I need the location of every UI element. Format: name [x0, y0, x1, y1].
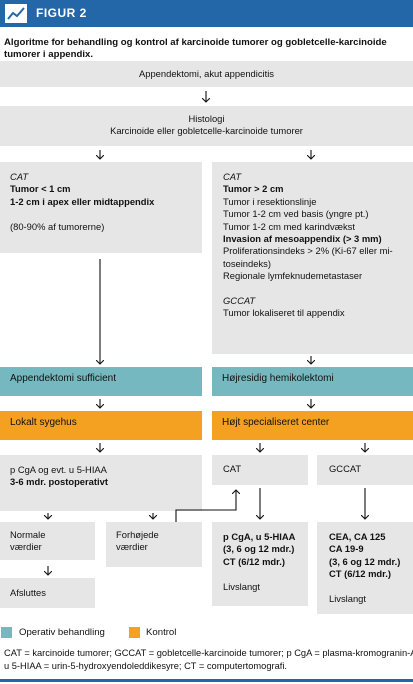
- hemicolectomy-box: Højresidig hemikolektomi: [212, 367, 413, 396]
- appendectomy-text: Appendektomi, akut appendicitis: [139, 68, 274, 79]
- legend-control-swatch: [129, 627, 140, 638]
- elevated-values-line-2: værdier: [116, 541, 148, 553]
- footnote: CAT = karcinoide tumorer; GCCAT = goblet…: [4, 647, 413, 672]
- right-criteria-line-8: Regionale lymfeknudemetastaser: [223, 270, 363, 282]
- figure-label: FIGUR 2: [36, 6, 87, 20]
- left-criteria-box: CAT Tumor < 1 cm 1-2 cm i apex eller mid…: [0, 162, 202, 253]
- right-criteria-line-3: Tumor 1-2 cm ved basis (yngre pt.): [223, 208, 369, 220]
- arrow-elevated-cat: [175, 490, 236, 522]
- elevated-values-line-1: Forhøjede: [116, 529, 159, 540]
- right-cat-label: CAT: [223, 171, 242, 182]
- right-criteria-line-5: Invasion af mesoappendix (> 3 mm): [223, 233, 382, 245]
- figure-caption: Algoritme for behandling og kontrol af k…: [4, 37, 387, 60]
- gccat-followup-line-4: CT (6/12 mdr.): [329, 568, 391, 580]
- local-hospital-text: Lokalt sygehus: [10, 417, 77, 428]
- legend-control-label: Kontrol: [146, 627, 177, 638]
- chart-icon: [5, 4, 27, 23]
- footnote-line-2: u 5-HIAA = urin-5-hydroxyendoleddikesyre…: [4, 660, 288, 671]
- footnote-line-1: CAT = karcinoide tumorer; GCCAT = goblet…: [4, 648, 413, 658]
- cat-followup-line-3: CT (6/12 mdr.): [223, 555, 285, 567]
- gccat-followup-line-3: (3, 6 og 12 mdr.): [329, 555, 401, 567]
- cat-followup-line-5: Livslangt: [223, 580, 261, 592]
- legend-operative-swatch: [1, 627, 12, 638]
- local-followup-box: p CgA og evt. u 5-HIAA 3-6 mdr. postoper…: [0, 455, 202, 511]
- cat-followup-line-2: (3, 6 og 12 mdr.): [223, 543, 295, 555]
- normal-values-line-2: værdier: [10, 541, 42, 553]
- right-criteria-line-1: Tumor > 2 cm: [223, 183, 284, 195]
- appendectomy-sufficient-box: Appendektomi sufficient: [0, 367, 202, 396]
- gccat-followup-line-6: Livslangt: [329, 593, 367, 605]
- right-criteria-line-4: Tumor 1-2 cm med karindvækst: [223, 220, 355, 232]
- left-criteria-line-1: Tumor < 1 cm: [10, 183, 71, 195]
- local-hospital-box: Lokalt sygehus: [0, 411, 202, 440]
- figure-header: [0, 0, 413, 27]
- gccat-followup-box: CEA, CA 125 CA 19-9 (3, 6 og 12 mdr.) CT…: [317, 522, 413, 614]
- histology-line-1: Histologi: [188, 113, 225, 124]
- gccat-center-box: GCCAT: [317, 455, 413, 485]
- specialized-center-box: Højt specialiseret center: [212, 411, 413, 440]
- right-criteria-box: CAT Tumor > 2 cm Tumor i resektionslinje…: [212, 162, 413, 354]
- right-criteria-line-7: toseindeks): [223, 257, 271, 269]
- gccat-followup-line-1: CEA, CA 125: [329, 531, 386, 542]
- histology-box: Histologi Karcinoide eller gobletcelle-k…: [0, 106, 413, 146]
- appendectomy-sufficient-text: Appendektomi sufficient: [10, 373, 116, 384]
- right-criteria-line-6: Proliferationsindeks > 2% (Ki-67 eller m…: [223, 245, 393, 257]
- histology-line-2: Karcinoide eller gobletcelle-karcinoide …: [110, 125, 303, 137]
- hemicolectomy-text: Højresidig hemikolektomi: [222, 373, 334, 384]
- normal-values-box: Normale værdier: [0, 522, 95, 560]
- cat-followup-box: p CgA, u 5-HIAA (3, 6 og 12 mdr.) CT (6/…: [212, 522, 308, 606]
- normal-values-line-1: Normale: [10, 529, 46, 540]
- left-cat-label: CAT: [10, 171, 29, 182]
- cat-followup-line-1: p CgA, u 5-HIAA: [223, 531, 296, 542]
- right-gccat-label: GCCAT: [223, 295, 256, 307]
- right-gccat-line: Tumor lokaliseret til appendix: [223, 307, 345, 319]
- elevated-values-box: Forhøjede værdier: [106, 522, 202, 567]
- ends-text: Afsluttes: [10, 587, 46, 598]
- legend-operative-label: Operativ behandling: [19, 627, 105, 638]
- local-followup-line-1: p CgA og evt. u 5-HIAA: [10, 464, 107, 475]
- right-criteria-line-2: Tumor i resektionslinje: [223, 195, 317, 207]
- specialized-center-text: Højt specialiseret center: [222, 417, 330, 428]
- gccat-followup-line-2: CA 19-9: [329, 543, 364, 555]
- left-criteria-note: (80-90% af tumorerne): [10, 220, 105, 232]
- cat-center-text: CAT: [223, 463, 242, 474]
- bottom-rule: [0, 679, 413, 682]
- ends-box: Afsluttes: [0, 578, 95, 608]
- gccat-center-text: GCCAT: [329, 463, 362, 474]
- appendectomy-box: Appendektomi, akut appendicitis: [0, 61, 413, 87]
- local-followup-line-2: 3-6 mdr. postoperativt: [10, 476, 108, 488]
- left-criteria-line-2: 1-2 cm i apex eller midtappendix: [10, 195, 155, 207]
- cat-center-box: CAT: [212, 455, 308, 485]
